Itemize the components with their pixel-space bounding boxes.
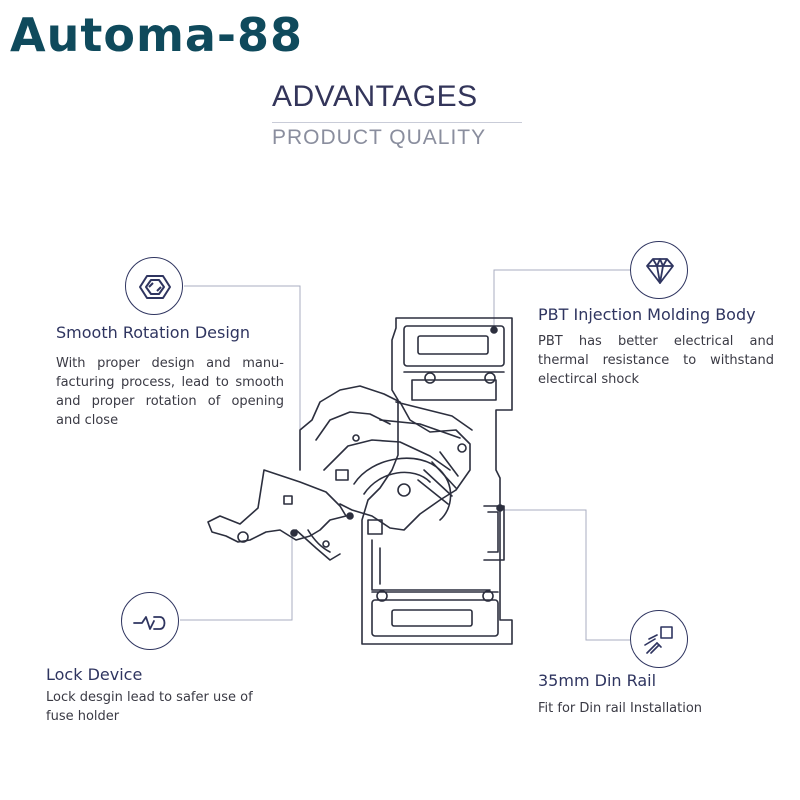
product-quality-subtitle: PRODUCT QUALITY [272,126,487,149]
din-rail-title: 35mm Din Rail [538,671,657,690]
brand-logo-text: Automa-88 [10,8,304,62]
lock-device-body: Lock desgin lead to safer use of fuse ho… [46,690,253,724]
bottom-compartment [371,599,499,637]
smooth-rotation-body: With proper design and manu-facturing pr… [56,356,284,428]
leader-line-lock [180,535,293,621]
pbt-title: PBT Injection Molding Body [538,305,756,324]
title-divider [272,122,522,123]
rotation-icon [125,257,183,315]
upper-arm [299,385,471,531]
din-clip [483,505,505,561]
diamond-icon [630,241,688,299]
smooth-rotation-title: Smooth Rotation Design [56,323,251,342]
rotating-lever [207,469,347,543]
body-outline [361,317,513,645]
lock-wave-icon [121,592,179,650]
leader-line-din [500,509,630,641]
din-rail-body: Fit for Din rail Installation [538,701,703,716]
leader-line-pbt [493,269,630,330]
pbt-body: PBT has better electrical and thermal re… [538,334,774,387]
advantages-title: ADVANTAGES [272,80,478,113]
leader-line-smooth [184,285,301,470]
lock-device-title: Lock Device [46,665,143,684]
din-rail-icon [630,610,688,668]
top-compartment [403,325,505,367]
